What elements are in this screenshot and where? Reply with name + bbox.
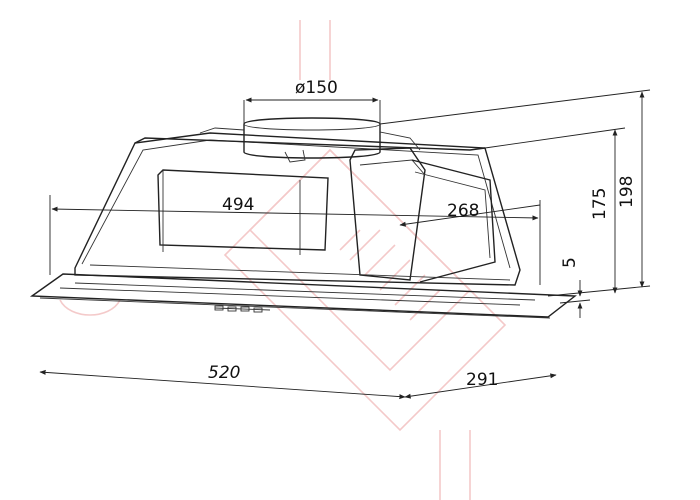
dim-overall-width: 520: [39, 363, 406, 400]
dim-label-total-height: 198: [617, 176, 637, 208]
dim-duct-diameter: ø150: [243, 78, 381, 124]
dim-panel-thickness: 5: [560, 257, 583, 318]
right-extension-lines: [379, 89, 651, 304]
dim-total-height: 198: [617, 91, 645, 288]
dim-label-overall-width: 520: [208, 363, 240, 383]
dim-overall-depth: 291: [404, 370, 557, 399]
dim-label-inner-width: 494: [222, 195, 254, 215]
dim-label-duct-diameter: ø150: [295, 78, 338, 98]
dim-body-height: 175: [590, 129, 618, 294]
watermark: [59, 20, 507, 500]
dim-label-overall-depth: 291: [466, 370, 498, 390]
dim-label-body-height: 175: [590, 188, 610, 220]
base-panel: [29, 273, 577, 319]
dim-label-panel-thickness: 5: [560, 257, 580, 268]
dim-duct-offset: 268: [399, 201, 541, 227]
dim-label-duct-offset: 268: [447, 201, 479, 221]
